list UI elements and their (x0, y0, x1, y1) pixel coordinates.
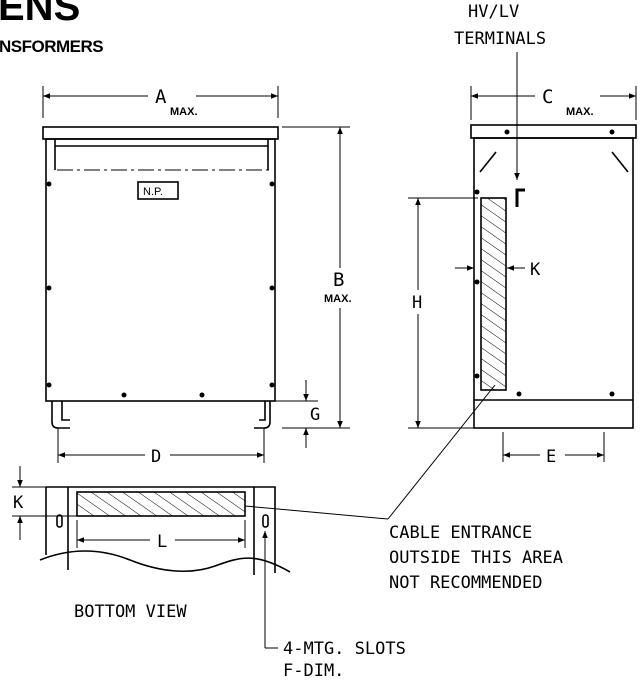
dimension-g: G (275, 380, 320, 448)
mounting-slots-callout: 4-MTG. SLOTS F-DIM. (262, 531, 406, 681)
nameplate-label: N.P. (143, 186, 163, 198)
front-view: N.P. (42, 126, 279, 429)
svg-text:C: C (542, 86, 553, 108)
svg-text:K: K (13, 493, 24, 513)
svg-text:NSFORMERS: NSFORMERS (0, 37, 103, 56)
bottom-view (39, 486, 291, 575)
svg-text:CABLE ENTRANCE: CABLE ENTRANCE (389, 523, 532, 543)
svg-text:HV/LV: HV/LV (468, 2, 519, 22)
svg-text:MAX.: MAX. (324, 293, 352, 305)
dimension-k-side: K (455, 260, 541, 280)
svg-text:K: K (530, 260, 541, 280)
svg-text:MAX.: MAX. (566, 106, 594, 118)
svg-text:D: D (151, 447, 161, 467)
svg-text:L: L (157, 532, 167, 552)
dimension-b: B MAX. (282, 126, 352, 429)
cable-entrance-callout: CABLE ENTRANCE OUTSIDE THIS AREA NOT REC… (244, 384, 563, 593)
dimension-d: D (57, 428, 265, 467)
svg-text:NOT RECOMMENDED: NOT RECOMMENDED (389, 573, 543, 593)
mounting-slot-right (262, 514, 269, 528)
svg-text:OUTSIDE THIS AREA: OUTSIDE THIS AREA (389, 548, 563, 568)
svg-text:F-DIM.: F-DIM. (283, 661, 344, 681)
svg-text:ENS: ENS (0, 0, 80, 29)
svg-text:A: A (155, 86, 167, 108)
cable-entrance-area (480, 197, 507, 391)
dimension-k-bottom: K (12, 466, 77, 540)
svg-text:E: E (546, 447, 556, 467)
nameplate-box (137, 181, 179, 200)
svg-text:B: B (333, 269, 344, 291)
mounting-slot-left (56, 514, 63, 528)
dimension-l: L (76, 520, 246, 552)
svg-text:4-MTG. SLOTS: 4-MTG. SLOTS (283, 639, 406, 659)
brand-logo: ENS NSFORMERS (0, 0, 104, 56)
dimension-c: C MAX. (470, 86, 637, 120)
svg-text:G: G (310, 405, 320, 425)
side-view (470, 124, 637, 429)
dimension-e: E (502, 432, 605, 467)
dimension-h: H (408, 197, 478, 429)
hv-lv-terminals-callout: HV/LV TERMINALS (454, 2, 546, 180)
svg-text:TERMINALS: TERMINALS (454, 29, 546, 49)
svg-text:H: H (412, 293, 422, 313)
bottom-view-caption: BOTTOM VIEW (74, 602, 187, 622)
dimension-a: A MAX. (42, 86, 279, 118)
svg-text:MAX.: MAX. (170, 106, 198, 118)
